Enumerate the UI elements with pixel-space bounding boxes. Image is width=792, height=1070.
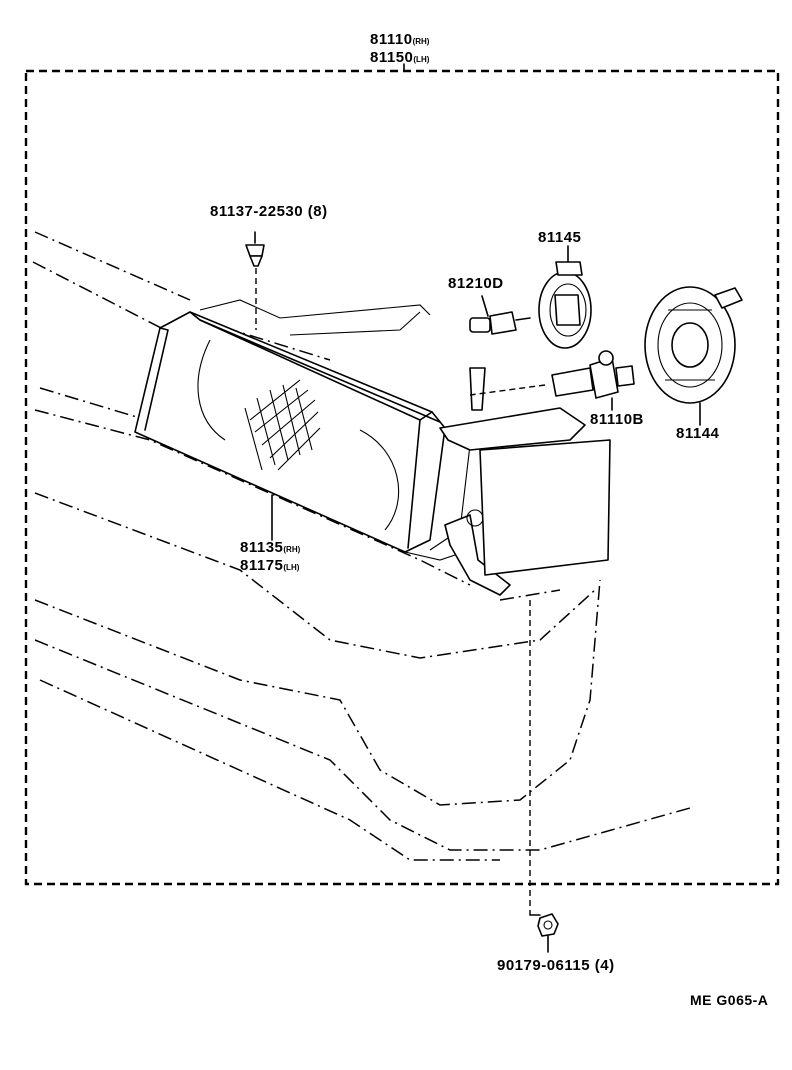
vehicle-body-phantom <box>32 231 691 861</box>
bulb-81210d-label: 81210D <box>448 275 504 292</box>
lens-part-label: 81135(RH) 81175(LH) <box>240 539 301 574</box>
nut-icon <box>529 600 559 953</box>
mounting-bracket <box>439 367 586 596</box>
nut-part-label: 90179-06115 (4) <box>497 957 615 974</box>
screw-icon <box>245 231 265 330</box>
headlamp-housing <box>134 299 471 561</box>
cover-81144-icon <box>644 286 743 426</box>
screw-part-label: 81137-22530 (8) <box>210 203 328 220</box>
bulb-81210d-icon <box>469 295 531 335</box>
socket-81145-icon <box>538 245 592 349</box>
assembly-boundary <box>24 69 780 886</box>
assembly-part-label: 81110(RH) 81150(LH) <box>370 31 430 66</box>
socket-part-label: 81145 <box>538 229 582 246</box>
catalog-code: ME G065-A <box>690 992 769 1008</box>
bulb-81110b-label: 81110B <box>590 411 644 428</box>
side-panel <box>479 439 611 576</box>
bulb-81110b-icon <box>469 350 635 411</box>
lens-pattern <box>244 379 321 471</box>
cover-part-label: 81144 <box>676 425 720 442</box>
